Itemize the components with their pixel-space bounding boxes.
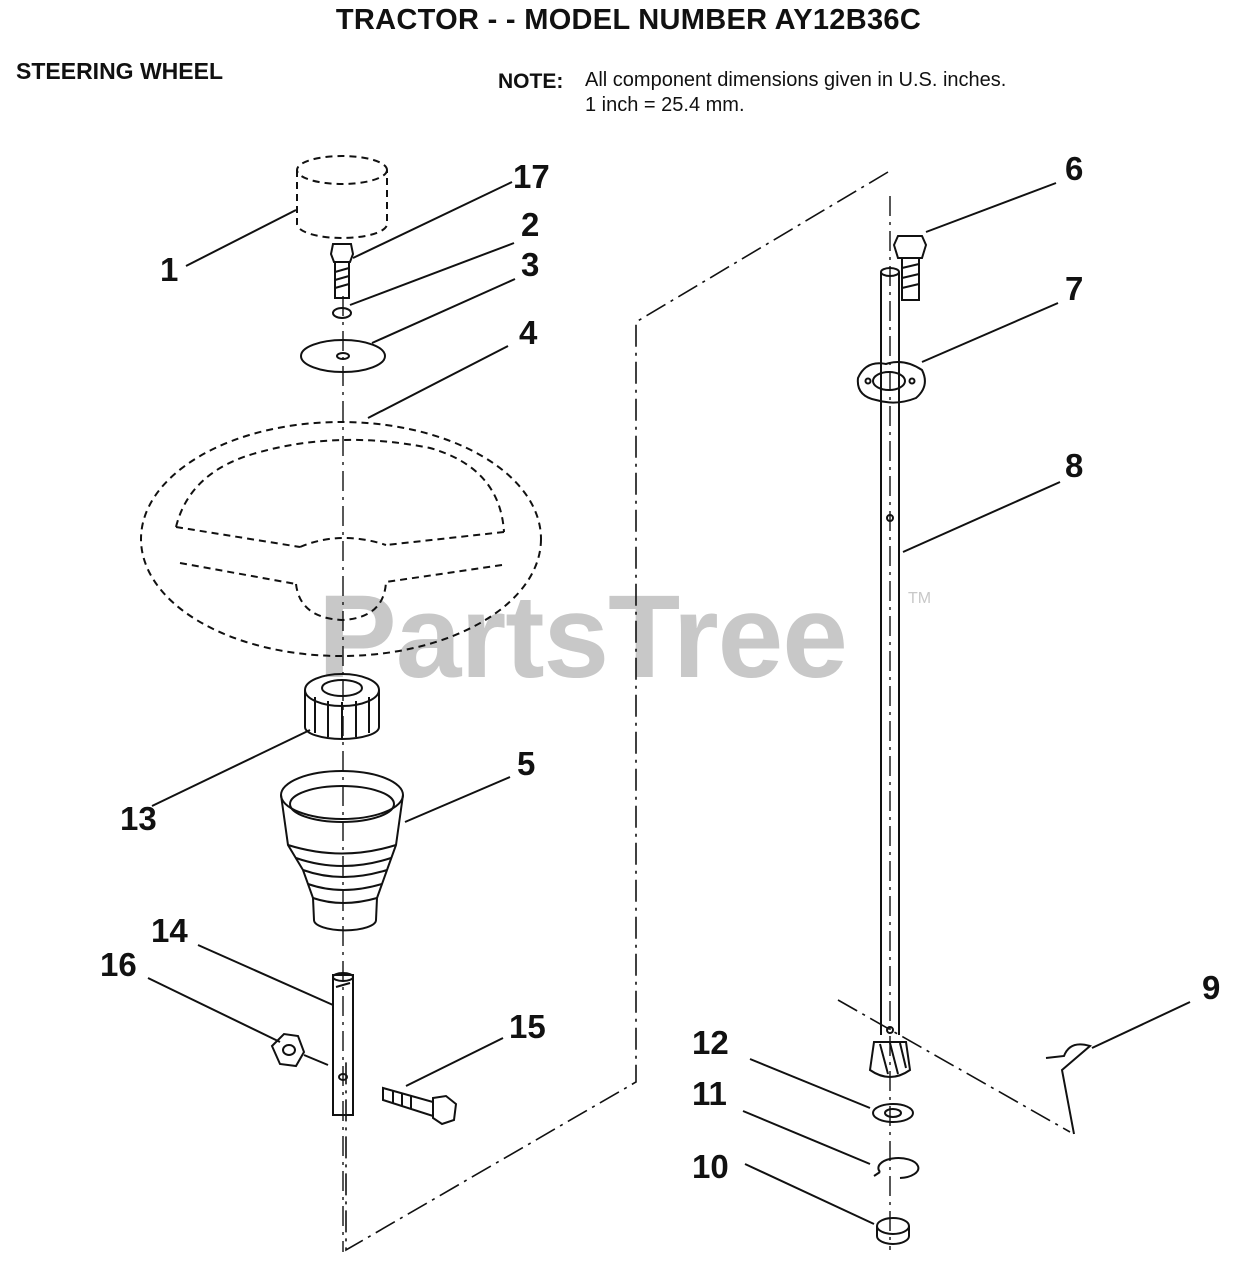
callout-15: 15 xyxy=(509,1008,546,1045)
pinion-gear-part xyxy=(868,1041,912,1078)
callout-4: 4 xyxy=(519,314,538,351)
lock-washer-part xyxy=(332,307,352,319)
callout-2: 2 xyxy=(521,206,540,243)
right-plane-line xyxy=(837,999,1071,1133)
flat-washer-part xyxy=(300,339,386,373)
hex-nut-part xyxy=(270,1032,306,1068)
callout-17: 17 xyxy=(513,158,550,195)
steering-cap-part xyxy=(296,155,388,239)
callout-11: 11 xyxy=(692,1075,727,1112)
watermark-tm: TM xyxy=(908,590,932,607)
note-text-2: 1 inch = 25.4 mm. xyxy=(585,94,745,116)
section-title: STEERING WHEEL xyxy=(16,58,224,84)
callout-8: 8 xyxy=(1065,447,1084,484)
snap-ring-part xyxy=(873,1157,920,1179)
steering-shaft-part xyxy=(332,972,354,1116)
assembly-plane-outline xyxy=(345,171,889,1252)
callout-13: 13 xyxy=(120,800,157,837)
steering-boot-part xyxy=(280,770,404,932)
note-label: NOTE: xyxy=(498,70,564,93)
spring-pin-part xyxy=(1045,1043,1093,1135)
cap-bolt-part xyxy=(329,243,355,299)
spline-adapter-part xyxy=(304,673,380,740)
callout-6: 6 xyxy=(1065,150,1084,187)
column-washer-part xyxy=(872,1103,914,1123)
callout-5: 5 xyxy=(517,745,536,782)
callout-12: 12 xyxy=(692,1024,729,1061)
steering-column-part xyxy=(880,267,900,1035)
page-title: TRACTOR - - MODEL NUMBER AY12B36C xyxy=(335,4,922,36)
note-text-1: All component dimensions given in U.S. i… xyxy=(585,69,1007,91)
callout-1: 1 xyxy=(160,251,179,288)
column-bolt-part xyxy=(892,235,928,301)
shaft-bolt-part xyxy=(382,1086,458,1126)
callout-16: 16 xyxy=(100,946,137,983)
callout-3: 3 xyxy=(521,246,540,283)
steering-wheel-part xyxy=(140,421,542,657)
callout-7: 7 xyxy=(1065,270,1084,307)
callout-14: 14 xyxy=(151,912,188,949)
callout-10: 10 xyxy=(692,1148,729,1185)
callout-9: 9 xyxy=(1202,969,1221,1006)
watermark: PartsTree xyxy=(318,571,848,703)
flange-bearing-part xyxy=(856,361,926,404)
end-cap-part xyxy=(876,1217,910,1245)
